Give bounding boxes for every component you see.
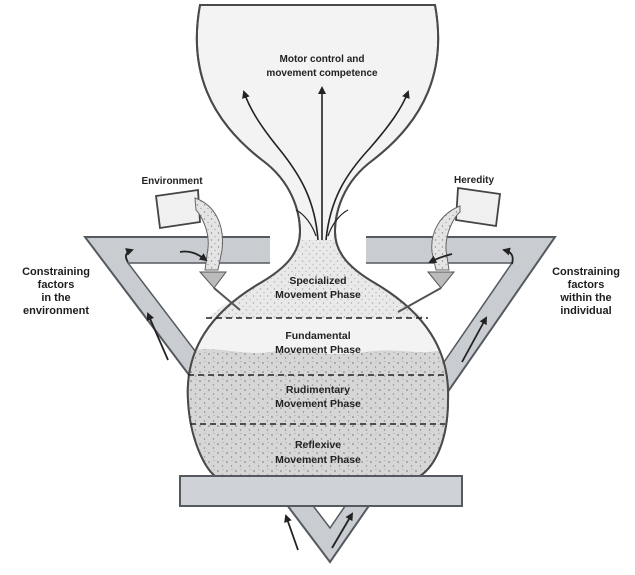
phase-specialized-line1: Specialized [289,275,346,287]
phase-fundamental-line1: Fundamental [285,330,350,342]
phase-dividers [188,317,447,425]
left-arm-arrow-lower [146,312,169,361]
left-curve-arrow [242,90,319,241]
constraint-arrows [125,247,514,551]
left-bar-arrow [179,250,208,262]
right-side-label: Constraining factors within the individu… [552,266,620,317]
left-top-arrow [125,248,134,263]
right-curve-arrow [325,90,410,241]
left-side-label: Constraining factors in the environment [22,266,90,317]
sand-lower [188,349,448,476]
bottom-left-arrow [284,514,299,551]
phase-fundamental-line2: Movement Phase [275,344,361,356]
bottom-right-arrow [331,512,354,549]
heredity-label: Heredity [454,175,494,186]
right-bar-arrow [428,253,453,263]
phase-reflexive-line2: Movement Phase [275,454,361,466]
environment-label: Environment [141,176,203,187]
environment-bucket-icon [154,188,241,311]
phase-rudimentary-line2: Movement Phase [275,398,361,410]
hourglass [186,4,450,477]
competence-arrows [242,86,410,241]
phase-specialized-line2: Movement Phase [275,289,361,301]
top-label-line1: Motor control and [280,54,365,65]
sand-upper-zone [208,240,425,318]
phase-reflexive-line1: Reflexive [295,439,341,451]
right-arm-arrow-lower [461,316,487,363]
top-label-line2: movement competence [266,68,378,79]
phase-rudimentary-line1: Rudimentary [286,384,350,396]
hourglass-base [179,475,463,507]
right-top-arrow [502,247,514,265]
heredity-bucket-icon [397,186,502,313]
